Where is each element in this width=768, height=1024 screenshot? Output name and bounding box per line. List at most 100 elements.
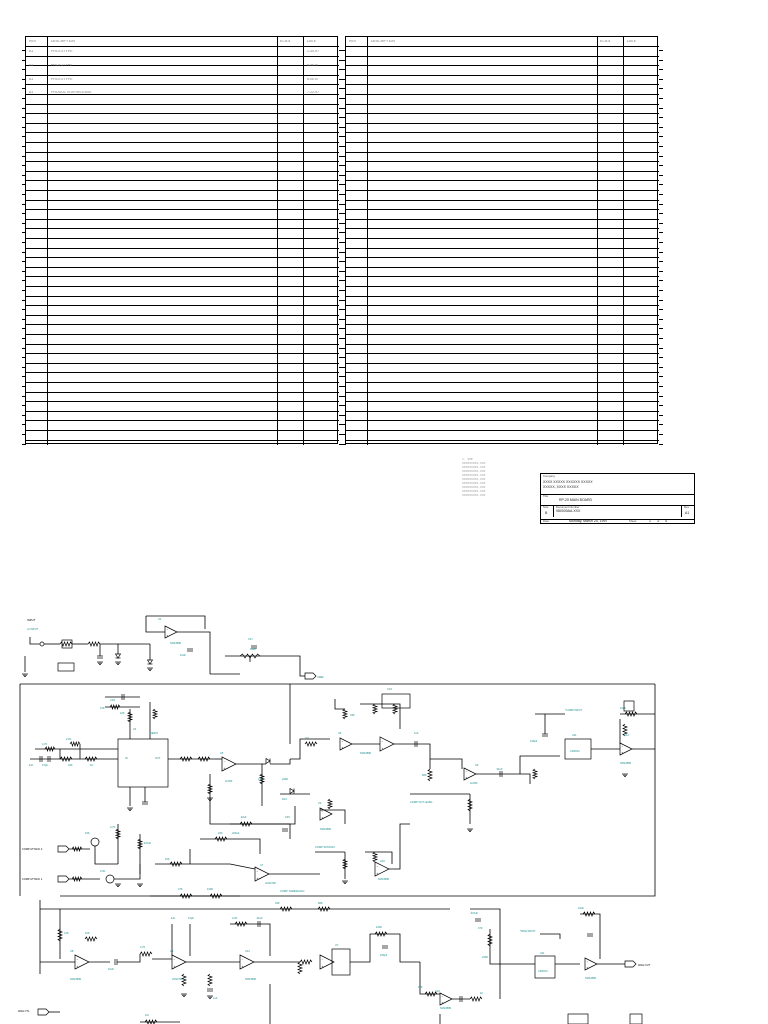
opamp-pin-plus: + (167, 634, 169, 638)
rev-table-tick (339, 174, 343, 176)
rev-table-row-line (26, 161, 339, 163)
component-label: C18 (110, 698, 115, 702)
rev-table-row-line (26, 55, 339, 57)
rev-table-tick (22, 251, 26, 253)
resistor-symbol (304, 741, 318, 747)
rev-table-tick (22, 261, 26, 263)
opamp-symbol (319, 954, 335, 970)
rev-table-tick (659, 251, 663, 253)
ic-symbol (381, 693, 411, 709)
wire (94, 846, 118, 865)
rev-table-row-line (346, 65, 659, 67)
component-label: 4.7K (110, 825, 116, 829)
rev-table-tick (342, 328, 346, 330)
rev-table-tick (339, 213, 343, 215)
note-line: 1. SEE (462, 457, 473, 461)
rev-table-tick (659, 443, 663, 445)
note-line: XXXXXXXXX.XXX (462, 485, 486, 489)
resistor-symbol (467, 798, 473, 812)
rev-table-cell-rev: A1 (29, 63, 34, 67)
rev-table-tick (342, 261, 346, 263)
rev-table-tick (659, 405, 663, 407)
opamp-symbol (254, 866, 270, 882)
component-label: 4.7K (42, 742, 48, 746)
component-label: LF353 (470, 781, 478, 785)
rev-table-row-line (26, 410, 339, 412)
resistor-symbol (279, 906, 293, 912)
resistor-symbol (84, 936, 98, 942)
resistor-symbol (487, 933, 493, 947)
note-line: XXXXXXXXX.XXX (462, 473, 486, 477)
rev-table-tick (22, 155, 26, 157)
component-label: U9 (475, 763, 479, 767)
component-label: 220uF (232, 831, 240, 835)
rev-table-row-line (26, 74, 339, 76)
component-label: 100K (376, 925, 382, 929)
rev-table-tick (659, 347, 663, 349)
resistor-symbol (71, 875, 83, 883)
rev-table-tick (659, 338, 663, 339)
component-label: NJM4580 (360, 751, 372, 755)
rev-table-header-2: ECN # (280, 40, 291, 43)
resistor-symbol (206, 783, 214, 795)
company-line-1: XXXX XXXXX XXXXXX XXXXX (543, 480, 593, 484)
rev-table-tick (22, 78, 26, 80)
rev-table-tick (22, 405, 26, 407)
resistor-symbol (197, 756, 211, 762)
rev-table-tick (339, 318, 343, 320)
rev-table-tick (22, 280, 26, 282)
rev-table-tick (22, 270, 26, 272)
component-label: U1 (158, 617, 162, 621)
opamp-pin-minus: − (242, 957, 244, 961)
resistor-symbol (371, 851, 379, 863)
opamp-pin-plus: + (322, 964, 324, 968)
rev-table-row-line (346, 382, 659, 383)
opamp-pin-plus: + (442, 1001, 444, 1005)
component-label: U10 (435, 989, 440, 993)
component-label: U2 (318, 801, 322, 805)
component-label: 10uF (108, 967, 114, 971)
rev-table-row-line (26, 401, 339, 403)
resistor-symbol (531, 768, 539, 780)
rev-table-tick (659, 174, 663, 176)
rev-table-row-line (346, 430, 659, 431)
opamp-pin-minus: − (77, 957, 79, 961)
jack-symbol (39, 641, 45, 647)
rev-table-tick (659, 357, 663, 359)
resistor-symbol (84, 756, 98, 762)
component-label: 10uF (180, 653, 186, 657)
rev-table-tick (339, 309, 343, 311)
rev-table-tick (659, 232, 663, 234)
rev-table-tick (339, 424, 343, 426)
component-label: 1uF (213, 996, 218, 1000)
rev-table-tick (339, 443, 343, 445)
component-label: 1uF (414, 731, 419, 735)
rev-table-tick (659, 213, 663, 215)
of-label: of (657, 519, 660, 523)
component-label: U3 (170, 949, 174, 953)
opamp-pin-plus: + (377, 871, 379, 875)
port-symbol (304, 672, 317, 680)
component-label: 10K (120, 711, 125, 715)
rev-table-tick (659, 194, 663, 195)
port-symbol (57, 845, 70, 853)
component-label: NJM4580 (440, 1006, 452, 1010)
input-title: INPUT (27, 618, 36, 622)
rev-table-row-line (26, 142, 339, 143)
opamp-pin-minus: − (167, 628, 169, 632)
component-label: 470 (478, 926, 483, 930)
rev-table-tick (342, 251, 346, 253)
component-label: NJM4580 (620, 761, 632, 765)
opamp-symbol (171, 954, 187, 970)
rev-table-cell-date: 6-xx-97 (307, 77, 319, 81)
component-label: LF353 (225, 779, 233, 783)
opamp-symbol (221, 756, 237, 772)
rev-table-tick (22, 69, 26, 71)
component-label: 220K (282, 777, 288, 781)
rev-table-tick (659, 165, 663, 167)
resistor-symbol (391, 703, 399, 715)
rev-table-row-line (26, 170, 339, 172)
rev-table-tick (22, 434, 26, 435)
title-block: Company XXXX XXXXX XXXXXX XXXXX XXXXX, X… (540, 473, 695, 524)
rev-table-cell-description: PROTOTYPE (51, 63, 73, 67)
